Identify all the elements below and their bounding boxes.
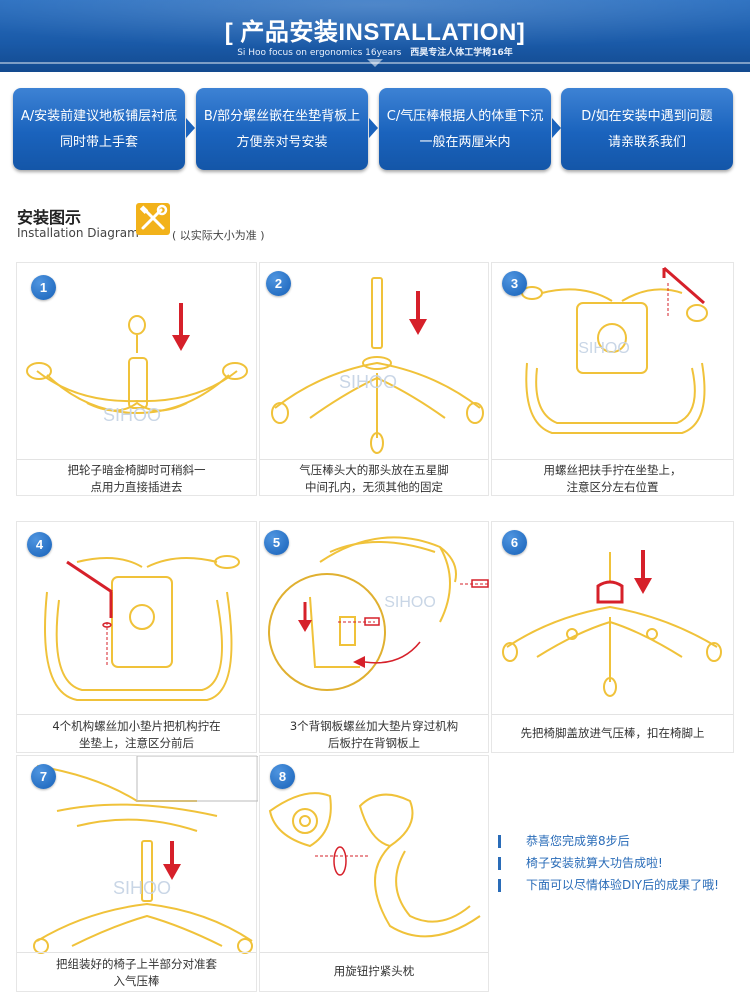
tip-b: B/部分螺丝嵌在坐垫背板上 方便亲对号安装 — [196, 88, 368, 170]
tip-arrow-icon — [186, 118, 195, 138]
banner-title: [ 产品安装INSTALLATION] — [224, 19, 526, 46]
banner-subtitle-cn: 西昊专注人体工学椅16年 — [410, 48, 513, 58]
step-8-caption-line1: 用旋钮拧紧头枕 — [333, 964, 415, 978]
step-5-caption-line2: 后板拧在背钢板上 — [328, 736, 420, 750]
watermark: SIHOO — [339, 372, 397, 392]
tools-icon — [136, 203, 170, 235]
step-4-card: 4 4个机构螺丝加小垫片把机构拧在 坐垫上，注意区分前后 — [16, 521, 257, 753]
step-4-caption-line2: 坐垫上，注意区分前后 — [79, 736, 194, 750]
step-2-card: SIHOO 2 气压棒头大的那头放在五星脚 中间孔内，无须其他的固定 — [259, 262, 489, 496]
tip-arrow-icon — [552, 118, 561, 138]
tip-c-line1: C/气压棒根据人的体重下沉 — [386, 109, 544, 124]
step-1-diagram: SIHOO — [26, 303, 248, 425]
header-banner: [ 产品安装INSTALLATION] Si Hoo focus on ergo… — [0, 0, 750, 72]
step-6-card: 6 先把椅脚盖放进气压棒，扣在椅脚上 — [491, 521, 734, 753]
banner-notch — [367, 59, 383, 67]
diagram-note: ( 以实际大小为准 ) — [172, 229, 265, 242]
congrats-text-3: 下面可以尽情体验DIY后的成果了哦! — [526, 878, 719, 892]
step-5-card: SIHOO 5 3个背钢板螺丝加大垫片穿过机构 后板拧在背钢板上 — [259, 521, 490, 753]
step-8-diagram — [268, 792, 481, 938]
step-3-caption: 用螺丝把扶手拧在坐垫上， 注意区分左右位置 — [492, 459, 733, 496]
congratulations-message: 恭喜您完成第8步后 椅子安装就算大功告成啦! 下面可以尽情体验DIY后的成果了哦… — [498, 832, 748, 898]
step-8-caption: 用旋钮拧紧头枕 — [260, 952, 488, 992]
bullet-bar — [498, 857, 501, 870]
step-7-number: 7 — [31, 764, 56, 789]
watermark: SIHOO — [578, 340, 630, 357]
step-4-number: 4 — [27, 532, 52, 557]
watermark: SIHOO — [113, 878, 171, 898]
step-8-card: 8 用旋钮拧紧头枕 — [259, 755, 489, 992]
tip-b-line2: 方便亲对号安装 — [236, 135, 328, 150]
step-8-number: 8 — [270, 764, 295, 789]
step-6-caption-line1: 先把椅脚盖放进气压棒，扣在椅脚上 — [520, 726, 705, 740]
bullet-bar — [498, 835, 501, 848]
tip-a-line2: 同时带上手套 — [59, 135, 138, 150]
step-5-number: 5 — [264, 530, 289, 555]
step-6-number: 6 — [502, 530, 527, 555]
congrats-text-1: 恭喜您完成第8步后 — [526, 834, 630, 848]
congrats-line-2: 椅子安装就算大功告成啦! — [498, 854, 748, 876]
tip-a-line1: A/安装前建议地板铺层衬底 — [20, 109, 178, 124]
bullet-bar — [498, 879, 501, 892]
step-2-caption: 气压棒头大的那头放在五星脚 中间孔内，无须其他的固定 — [260, 459, 488, 496]
tip-c: C/气压棒根据人的体重下沉 一般在两厘米内 — [379, 88, 551, 170]
step-1-number: 1 — [31, 275, 56, 300]
installation-tips: A/安装前建议地板铺层衬底 同时带上手套 B/部分螺丝嵌在坐垫背板上 方便亲对号… — [13, 88, 739, 172]
step-3-caption-line1: 用螺丝把扶手拧在坐垫上， — [543, 463, 682, 477]
tip-d: D/如在安装中遇到问题 请亲联系我们 — [561, 88, 733, 170]
step-2-caption-line1: 气压棒头大的那头放在五星脚 — [299, 463, 449, 477]
step-7-caption-line1: 把组装好的椅子上半部分对准套 — [56, 957, 217, 971]
tip-d-line2: 请亲联系我们 — [607, 135, 686, 150]
step-4-diagram — [44, 555, 240, 701]
step-1-card: SIHOO 1 把轮子暗金椅脚时可稍斜一 点用力直接插进去 — [16, 262, 257, 496]
tip-b-line1: B/部分螺丝嵌在坐垫背板上 — [203, 109, 361, 124]
step-2-diagram: SIHOO — [271, 277, 484, 454]
step-7-diagram: SIHOO — [33, 756, 258, 954]
step-6-caption: 先把椅脚盖放进气压棒，扣在椅脚上 — [492, 714, 733, 753]
congrats-line-3: 下面可以尽情体验DIY后的成果了哦! — [498, 876, 748, 898]
step-3-number: 3 — [502, 271, 527, 296]
step-4-caption-line1: 4个机构螺丝加小垫片把机构拧在 — [52, 719, 221, 733]
step-6-diagram — [502, 550, 722, 697]
watermark: SIHOO — [103, 405, 161, 425]
watermark: SIHOO — [384, 594, 436, 611]
step-7-caption: 把组装好的椅子上半部分对准套 入气压棒 — [17, 952, 256, 992]
congrats-text-2: 椅子安装就算大功告成啦! — [526, 856, 663, 870]
step-7-caption-line2: 入气压棒 — [113, 974, 160, 988]
step-1-caption: 把轮子暗金椅脚时可稍斜一 点用力直接插进去 — [17, 459, 256, 496]
step-5-caption-line1: 3个背钢板螺丝加大垫片穿过机构 — [289, 719, 459, 733]
step-1-caption-line2: 点用力直接插进去 — [90, 480, 183, 494]
tip-d-line1: D/如在安装中遇到问题 — [581, 109, 713, 124]
step-1-caption-line1: 把轮子暗金椅脚时可稍斜一 — [67, 463, 206, 477]
step-2-number: 2 — [266, 271, 291, 296]
tip-c-line2: 一般在两厘米内 — [419, 135, 511, 150]
diagram-title: 安装图示 — [17, 208, 82, 227]
step-2-caption-line2: 中间孔内，无须其他的固定 — [305, 480, 443, 494]
step-3-diagram: SIHOO — [521, 266, 708, 434]
banner-subtitle-en: Si Hoo focus on ergonomics 16years — [237, 48, 402, 58]
step-7-card: SIHOO 7 把组装好的椅子上半部分对准套 入气压棒 — [16, 755, 258, 992]
step-5-caption: 3个背钢板螺丝加大垫片穿过机构 后板拧在背钢板上 — [260, 714, 488, 753]
banner-subtitle: Si Hoo focus on ergonomics 16years 西昊专注人… — [0, 45, 750, 58]
congrats-line-1: 恭喜您完成第8步后 — [498, 832, 748, 854]
tip-arrow-icon — [369, 118, 378, 138]
diagram-subtitle: Installation Diagram — [17, 226, 139, 240]
step-5-diagram: SIHOO — [268, 536, 490, 691]
step-3-card: SIHOO 3 用螺丝把扶手拧在坐垫上， 注意区分左右位置 — [491, 262, 734, 496]
step-3-caption-line2: 注意区分左右位置 — [566, 480, 659, 494]
tip-a: A/安装前建议地板铺层衬底 同时带上手套 — [13, 88, 185, 170]
step-4-caption: 4个机构螺丝加小垫片把机构拧在 坐垫上，注意区分前后 — [17, 714, 256, 753]
